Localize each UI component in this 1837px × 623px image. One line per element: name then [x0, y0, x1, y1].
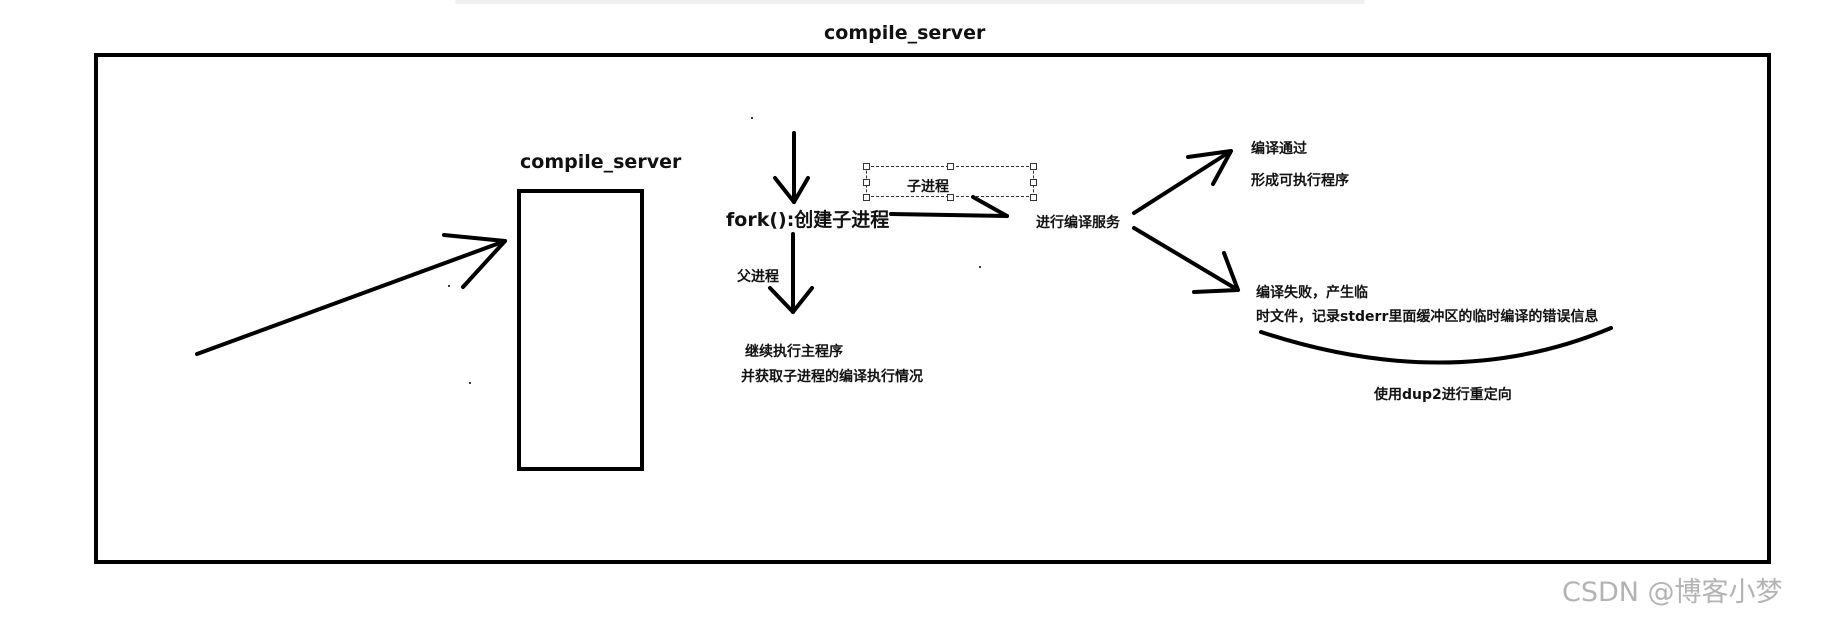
outer-frame	[94, 53, 1771, 564]
pass-arrowhead	[1186, 149, 1233, 186]
brace-curve	[1259, 326, 1613, 365]
down-arrowhead	[773, 176, 810, 204]
parent-process-label: 父进程	[737, 269, 779, 285]
entry-arrowhead	[442, 233, 507, 289]
selection-handle	[863, 194, 870, 201]
top-bar	[455, 0, 1365, 4]
child-arrowhead	[971, 195, 1009, 218]
stray-dot	[448, 285, 450, 287]
compile-pass-label-2: 形成可执行程序	[1251, 173, 1349, 189]
selection-handle	[947, 194, 954, 201]
fail-arrow	[1132, 226, 1240, 292]
compile-fail-label: 编译失败，产生临	[1256, 285, 1368, 301]
fail-arrowhead	[1192, 251, 1240, 294]
stray-dot	[751, 117, 753, 119]
compile-fail-label-2: 时文件，记录stderr里面缓冲区的临时编译的错误信息	[1256, 309, 1599, 325]
watermark: CSDN @博客小梦	[1562, 577, 1783, 608]
selection-handle	[1030, 194, 1037, 201]
compile-service-label: 进行编译服务	[1036, 215, 1120, 231]
stray-dot	[469, 382, 471, 384]
selection-box	[863, 163, 1037, 201]
pass-arrow	[1132, 149, 1233, 215]
parent-continue-label-2: 并获取子进程的编译执行情况	[741, 369, 923, 385]
parent-continue-label: 继续执行主程序	[745, 344, 843, 360]
child-arrow	[889, 212, 1009, 218]
dup2-note: 使用dup2进行重定向	[1374, 387, 1512, 403]
compile-server-box	[517, 189, 644, 471]
parent-arrowhead	[768, 286, 814, 314]
selection-handle	[863, 163, 870, 170]
diagram-title: compile_server	[824, 22, 986, 44]
fork-label: fork():创建子进程	[726, 209, 890, 231]
selection-handle	[1030, 179, 1037, 186]
entry-arrow	[195, 239, 507, 356]
selection-handle	[863, 179, 870, 186]
compile-pass-label: 编译通过	[1251, 141, 1307, 157]
child-process-label: 子进程	[907, 179, 949, 195]
selection-handle	[1030, 163, 1037, 170]
box-label: compile_server	[520, 151, 682, 173]
stray-dot	[979, 266, 981, 268]
selection-handle	[947, 163, 954, 170]
